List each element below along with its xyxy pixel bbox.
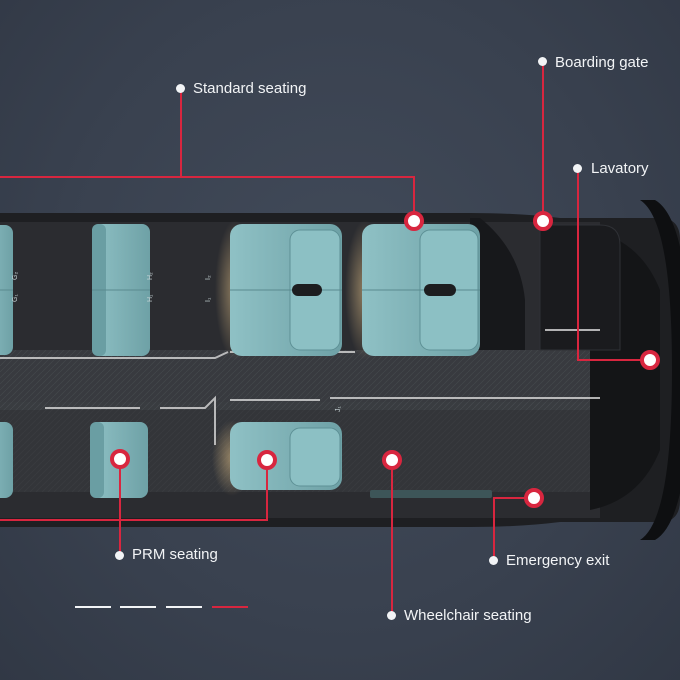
prm-seating-label: PRM seating [132,546,218,563]
seat-marking-h1: H₁ [147,294,154,302]
callout-lines [0,62,650,615]
seat-i-bottom [230,422,342,490]
emergency-exit-dot [489,556,498,565]
lavatory-line [577,169,650,361]
standard-seating-label: Standard seating [193,80,307,97]
seat-j-top [362,224,480,356]
prm-seating-marker [110,449,130,469]
emergency-exit-line [493,497,534,561]
emergency-exit-marker [524,488,544,508]
lavatory-label: Lavatory [591,160,649,177]
boarding-gate-marker [533,211,553,231]
wheelchair-seating-dot [387,611,396,620]
wheelchair-seating-label: Wheelchair seating [404,607,532,624]
emergency-exit-label: Emergency exit [506,552,610,569]
cabin-body [0,200,680,540]
seat-marking-i2: I₂ [205,275,212,280]
wheelchair-area [370,490,492,498]
seat-rows [0,220,480,498]
seat-h-top [92,224,150,356]
boarding-gate-dot [538,57,547,66]
seat-marking-g2: G₂ [12,272,19,280]
seat-marking-h2: H₂ [147,272,154,280]
callout-markers [110,211,660,508]
seat-marking-j1: J₁ [335,406,342,413]
prm-seating-branch [0,460,268,521]
standard-seating-dot [176,84,185,93]
seat-marking-labels: G₂ G₁ H₂ H₁ I₂ I₁ J₁ [12,272,342,412]
standard-seating-marker [404,211,424,231]
seat-g-bottom [0,422,13,498]
seat-i-top [230,224,342,356]
prm-seating-dot [115,551,124,560]
boarding-gate-label: Boarding gate [555,54,649,71]
lavatory-marker [640,350,660,370]
standard-seating-line [0,176,415,221]
seat-g-top [0,225,13,355]
seat-marking-g1: G₁ [12,294,19,302]
lavatory-dot [573,164,582,173]
wheelchair-seating-marker [382,450,402,470]
prm-seating-marker-2 [257,450,277,470]
seat-marking-i1: I₁ [205,297,212,302]
